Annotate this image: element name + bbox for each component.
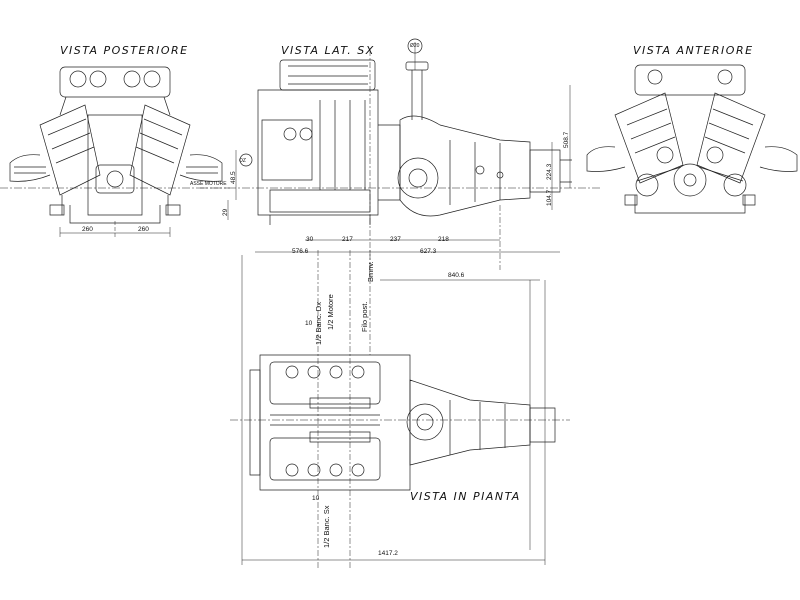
- half-engine-label: 1/2 Motore: [326, 294, 335, 330]
- side-dim-29: 29: [222, 208, 229, 216]
- rear-view-title: VISTA POSTERIORE: [60, 44, 189, 57]
- half-bank-left-label: 1/2 Banc. Sx: [322, 505, 331, 548]
- flywheel-label: Bmnv.: [366, 261, 375, 282]
- side-dim-48: 48.5: [230, 171, 237, 184]
- side-dim-627: 627.3: [420, 248, 437, 255]
- side-dim-576: 576.6: [292, 248, 309, 255]
- side-dim-217: 217: [342, 236, 353, 243]
- half-bank-right-label: 1/2 Banc. Dx: [314, 302, 323, 345]
- side-view-title: VISTA LAT. SX: [281, 44, 375, 57]
- plan-dim-840: 840.6: [448, 272, 465, 279]
- plan-dim-10-top: 10: [305, 320, 313, 327]
- side-dim-104: 104.7: [546, 189, 553, 206]
- plan-dim-1417: 1417.2: [378, 550, 398, 557]
- front-view-engine-drawing: [585, 55, 800, 225]
- rear-view-engine-drawing: [0, 55, 230, 245]
- front-view-title: VISTA ANTERIORE: [633, 44, 754, 57]
- plan-view-title: VISTA IN PIANTA: [410, 490, 521, 503]
- side-dim-224: 224.3: [546, 163, 553, 180]
- oil-filler-badge: Ø20: [410, 43, 420, 49]
- engine-axis-label: ASSE MOTORE: [190, 181, 227, 187]
- side-dim-218: 218: [438, 236, 449, 243]
- side-dim-508: 508.7: [563, 131, 570, 148]
- rear-dim-right: 260: [138, 226, 149, 233]
- plan-view-drawing: [230, 250, 570, 570]
- oz-marker: OZ: [239, 158, 246, 164]
- side-dim-30: 30: [306, 236, 314, 243]
- side-dim-237: 237: [390, 236, 401, 243]
- rear-dim-left: 260: [82, 226, 93, 233]
- side-view-drawing: [200, 30, 600, 270]
- plan-dim-10-bottom: 10: [312, 495, 320, 502]
- rear-line-label: Filo post.: [360, 301, 369, 332]
